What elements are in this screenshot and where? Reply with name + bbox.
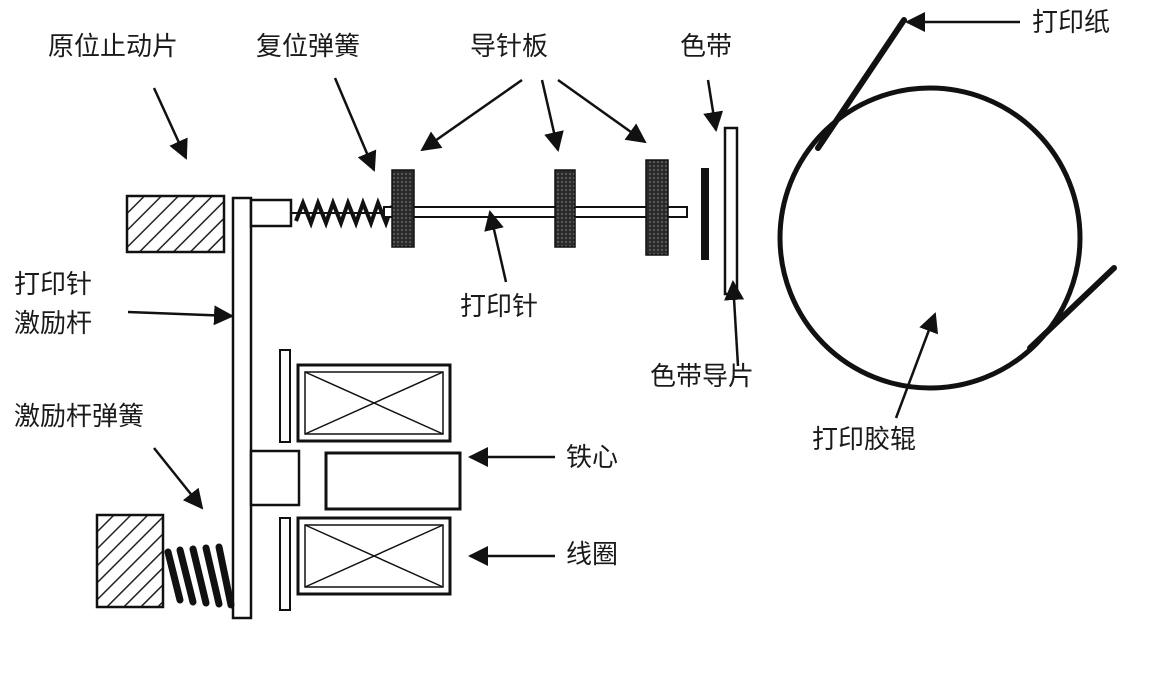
arrow-ribbon-guide <box>724 280 745 367</box>
platen-roller <box>777 85 1083 391</box>
arrow-ribbon <box>703 79 724 132</box>
label-lever-spring: 激励杆弹簧 <box>14 402 145 432</box>
label-coil: 线圈 <box>566 540 619 570</box>
label-lever-line1: 打印针 <box>14 270 93 300</box>
arrow-pin <box>484 210 508 283</box>
arrow-home-stop <box>152 87 188 160</box>
label-lever-line2: 激励杆 <box>14 309 93 339</box>
label-print-pin: 打印针 <box>460 292 539 322</box>
guide-plate-1 <box>391 169 415 248</box>
label-home-stop: 原位止动片 <box>48 32 179 62</box>
home-stop-block <box>125 194 226 254</box>
guide-plate-2 <box>554 169 576 248</box>
label-paper: 打印纸 <box>1032 8 1111 38</box>
coil-upper <box>296 363 452 443</box>
label-guide-plate: 导针板 <box>470 32 549 62</box>
coil-lower <box>296 516 452 596</box>
print-pin-shaft <box>383 206 688 218</box>
leader-arrows <box>127 12 1020 566</box>
arrow-lever-spring <box>153 447 204 510</box>
armature-plate-lower <box>279 517 291 611</box>
armature-block <box>249 449 301 507</box>
arrow-guide-2 <box>540 79 564 152</box>
label-ribbon-guide: 色带导片 <box>650 362 755 392</box>
label-core: 铁心 <box>566 443 619 473</box>
label-reset-spring: 复位弹簧 <box>256 32 361 62</box>
lever-spring-block <box>95 513 165 609</box>
arrow-lever <box>127 305 234 326</box>
reset-spring <box>291 197 394 229</box>
guide-plate-3 <box>645 159 669 256</box>
arrow-reset-spring <box>333 77 377 172</box>
iron-core <box>324 451 462 511</box>
arrow-guide-3 <box>557 78 647 144</box>
lever-vertical-bar <box>231 196 253 620</box>
armature-plate-upper <box>279 349 291 443</box>
lever-head-block <box>249 198 293 228</box>
arrow-guide-1 <box>420 78 523 152</box>
label-platen: 打印胶辊 <box>812 425 917 455</box>
ribbon-strip <box>701 168 709 260</box>
arrow-platen <box>894 312 939 419</box>
ribbon-guide-strip <box>723 126 739 296</box>
paper-sheet <box>815 17 1117 351</box>
lever-spring <box>164 543 235 609</box>
label-ribbon: 色带 <box>680 32 733 62</box>
